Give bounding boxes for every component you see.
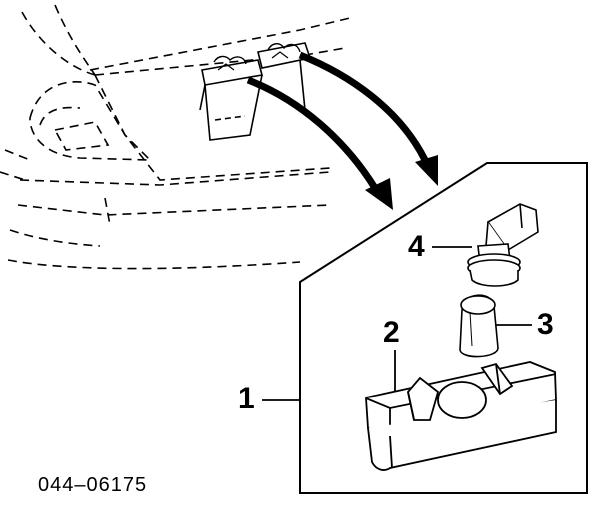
trunk-rear-edge bbox=[94, 74, 331, 181]
bumper-mid bbox=[17, 204, 331, 216]
roof-line bbox=[21, 11, 96, 76]
socket-part-4 bbox=[467, 203, 539, 287]
bumper-side bbox=[9, 229, 101, 247]
bulb-part-3 bbox=[459, 294, 499, 358]
side-line-2 bbox=[0, 171, 26, 181]
trunk-upper-edge bbox=[89, 17, 351, 71]
tail-lamp-outline bbox=[29, 81, 152, 161]
tail-lamp-inner bbox=[53, 121, 110, 151]
installed-lamp-left bbox=[199, 55, 263, 141]
bumper-bottom bbox=[7, 259, 301, 270]
arrow-right bbox=[298, 51, 429, 162]
callout-2: 2 bbox=[383, 316, 400, 349]
side-line bbox=[4, 149, 31, 161]
installed-lamp-right bbox=[214, 42, 312, 121]
part-number: 044–06175 bbox=[38, 474, 148, 496]
callout-3: 3 bbox=[537, 308, 554, 341]
leader-lines bbox=[262, 246, 532, 401]
bumper-low bbox=[104, 197, 111, 226]
bumper-top bbox=[19, 171, 331, 186]
arrows bbox=[246, 51, 438, 210]
arrow-right-head bbox=[415, 155, 438, 186]
tail-lamp-inner-2 bbox=[39, 106, 81, 126]
arrow-left-head bbox=[365, 178, 393, 210]
arrow-left bbox=[246, 76, 378, 190]
callout-1: 1 bbox=[238, 382, 255, 415]
pillar-line bbox=[54, 4, 96, 76]
callout-4: 4 bbox=[408, 230, 425, 263]
lamp-housing-part-2 bbox=[365, 361, 557, 471]
